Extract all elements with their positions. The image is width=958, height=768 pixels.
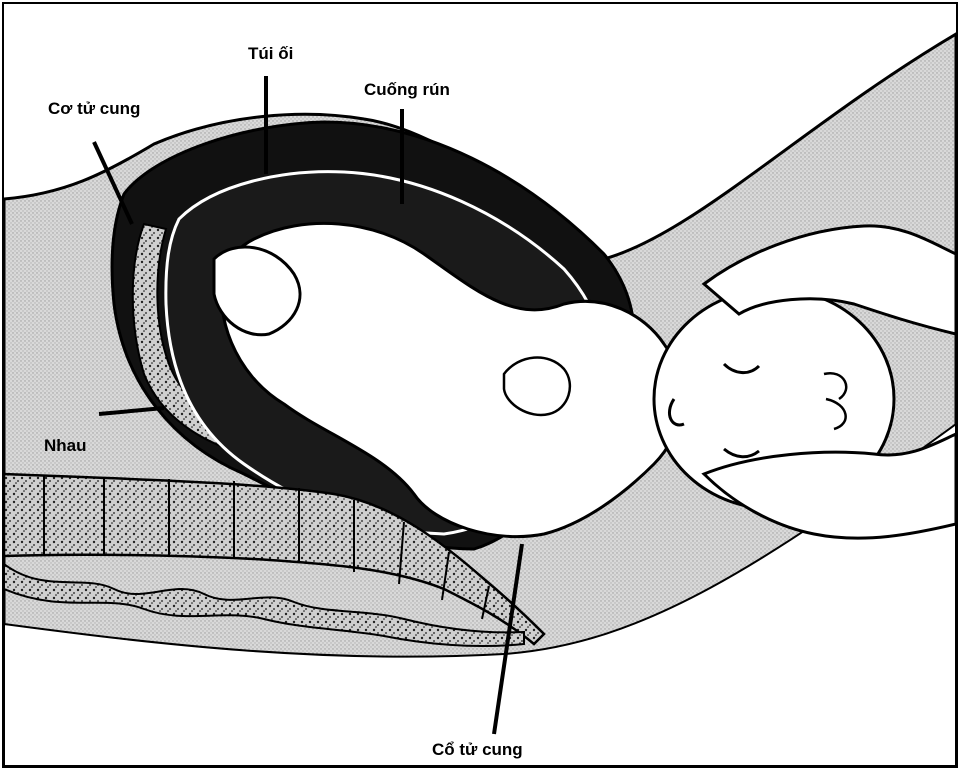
label-cervix: Cổ tử cung: [432, 740, 523, 760]
label-umbilical-cord: Cuống rún: [364, 80, 450, 100]
label-amniotic-sac: Túi ối: [248, 44, 293, 64]
pregnancy-cross-section-illustration: [4, 4, 956, 766]
fetus-fist: [504, 358, 570, 415]
label-placenta: Nhau: [44, 436, 87, 456]
label-uterus-wall: Cơ tử cung: [48, 99, 140, 119]
